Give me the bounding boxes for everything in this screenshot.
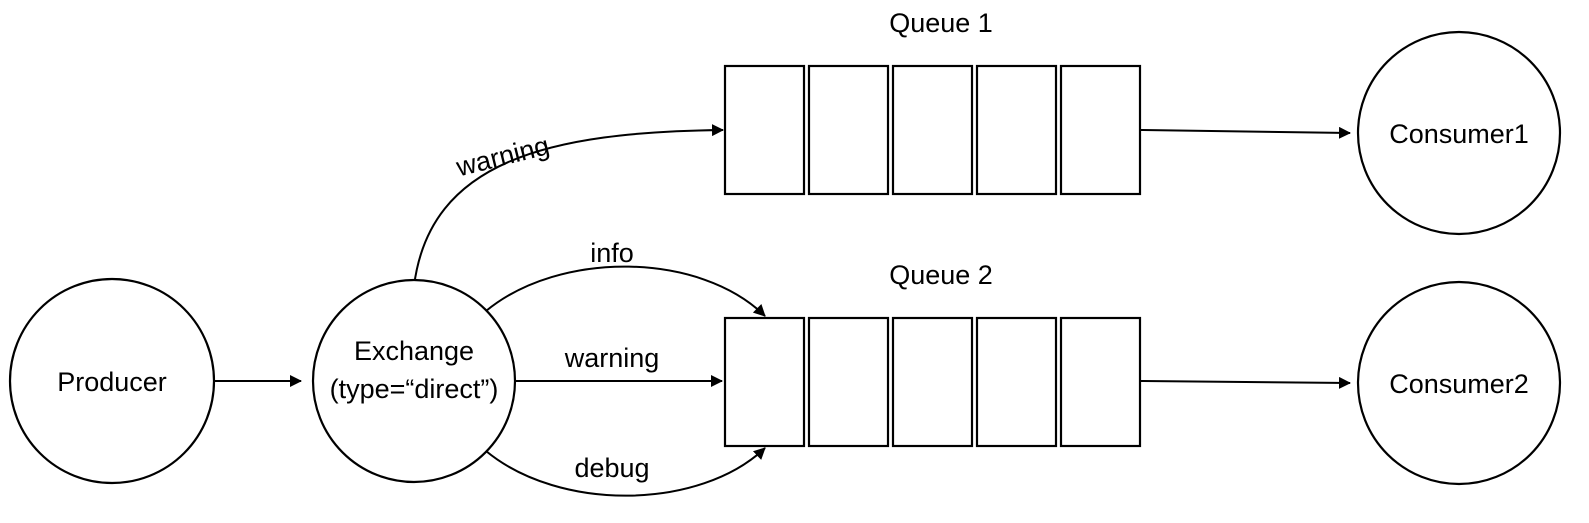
- consumer2-node: Consumer2: [1356, 280, 1562, 486]
- consumer2-circle: [1356, 280, 1562, 486]
- queue-1-slot: [891, 64, 974, 196]
- edge-label-warning-queue1: warning: [452, 130, 552, 182]
- edge-queue2-to-consumer2: [1140, 376, 1351, 389]
- exchange-label-name: Exchange: [354, 336, 474, 366]
- edge-exchange-to-queue2-debug: [485, 447, 766, 497]
- producer-label: Producer: [57, 367, 167, 397]
- producer-circle: [8, 277, 216, 485]
- queue-1-slot: [807, 64, 890, 196]
- consumer2-label: Consumer2: [1389, 369, 1529, 399]
- queue-2-slot: [807, 316, 890, 448]
- queue-2-title: Queue 2: [889, 260, 993, 290]
- edge-exchange-to-queue2-info: [485, 265, 766, 317]
- queue-1-slot: [975, 64, 1058, 196]
- queue-2-slot: [891, 316, 974, 448]
- queue-2-slot: [975, 316, 1058, 448]
- edge-queue1-to-consumer1: [1140, 126, 1351, 139]
- queue-2-slot: [723, 316, 806, 448]
- exchange-label-type: (type=“direct”): [330, 374, 499, 404]
- consumer1-circle: [1356, 30, 1562, 236]
- queue-1-slot: [723, 64, 806, 196]
- consumer1-label: Consumer1: [1389, 119, 1529, 149]
- queue-1-slot: [1059, 64, 1142, 196]
- producer-node: Producer: [8, 277, 216, 485]
- exchange-node: Exchange (type=“direct”): [311, 278, 517, 484]
- edge-label-warning-queue2: warning: [564, 343, 660, 373]
- queue-2-slot: [1059, 316, 1142, 448]
- edge-label-debug: debug: [574, 453, 649, 483]
- consumer1-node: Consumer1: [1356, 30, 1562, 236]
- queue-1: Queue 1: [723, 8, 1142, 196]
- edge-exchange-to-queue1-warning: [413, 124, 724, 287]
- edge-label-info: info: [590, 238, 634, 268]
- queue-1-title: Queue 1: [889, 8, 993, 38]
- exchange-circle: [311, 278, 517, 484]
- edges: [213, 124, 1351, 497]
- queue-2: Queue 2: [723, 260, 1142, 448]
